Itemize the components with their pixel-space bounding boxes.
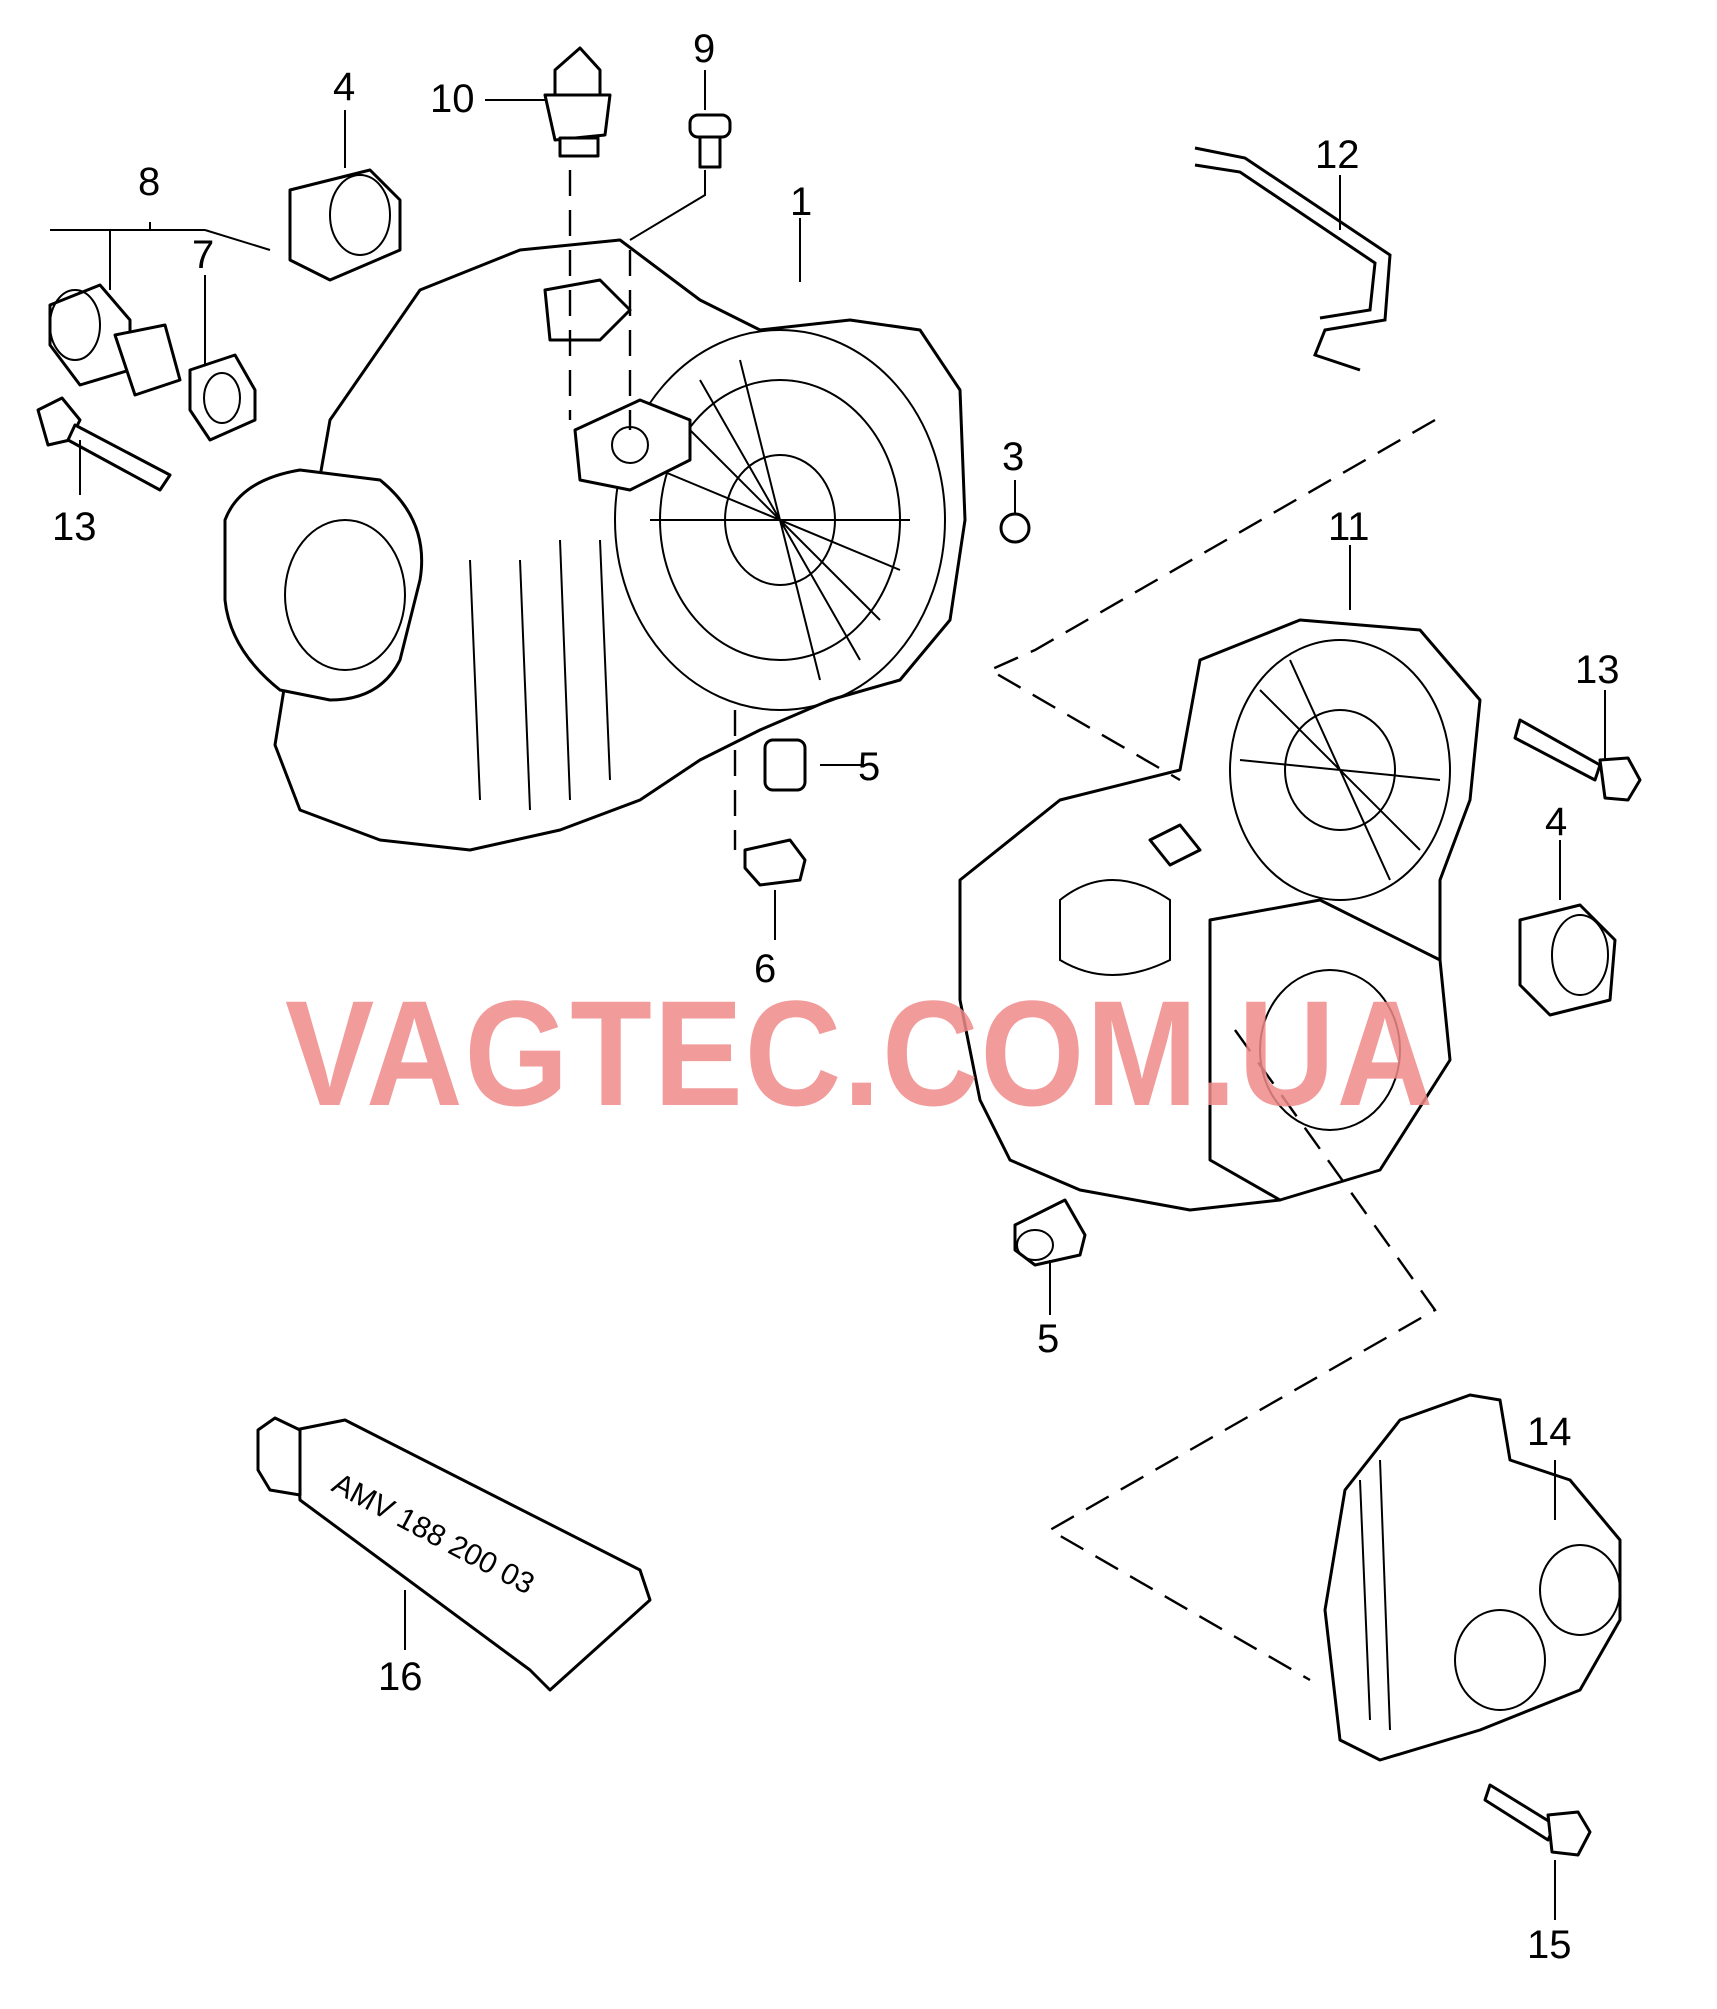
callout-1: 1 xyxy=(790,180,812,224)
bush-part-8 xyxy=(48,283,182,397)
plug-part-5-lower xyxy=(1013,1198,1087,1267)
watermark-text: VAGTEC.COM.UA xyxy=(285,969,1435,1137)
bolt-part-13-left xyxy=(36,396,172,492)
callout-7: 7 xyxy=(192,233,214,277)
callout-15: 15 xyxy=(1527,1923,1572,1967)
seal-ring-part-4-top xyxy=(288,168,402,282)
callout-9: 9 xyxy=(693,27,715,71)
callout-13-left: 13 xyxy=(52,505,97,549)
callout-3: 3 xyxy=(1002,435,1024,479)
callout-4-right: 4 xyxy=(1545,800,1567,844)
callout-labels: 1 3 4 10 9 8 7 13 5 6 12 11 13 4 5 14 15… xyxy=(52,27,1620,1967)
callout-4-top: 4 xyxy=(333,65,355,109)
bolt-part-9 xyxy=(688,113,732,169)
callout-5-upper: 5 xyxy=(858,745,880,789)
callout-13-right: 13 xyxy=(1575,648,1620,692)
callout-8: 8 xyxy=(138,160,160,204)
plug-part-5-upper xyxy=(763,738,807,792)
housing-part-11 xyxy=(958,618,1482,1212)
cap-part-3 xyxy=(999,512,1031,544)
seal-ring-part-4-right xyxy=(1518,903,1617,1017)
seal-part-7 xyxy=(188,353,257,442)
cover-part-14 xyxy=(1323,1393,1622,1762)
bolt-part-15 xyxy=(1483,1783,1592,1857)
callout-10: 10 xyxy=(430,77,475,121)
callout-14: 14 xyxy=(1527,1410,1572,1454)
bracket-part-12 xyxy=(1194,146,1392,372)
callout-12: 12 xyxy=(1315,133,1360,177)
callout-11: 11 xyxy=(1328,505,1370,549)
assembly-dashed-lines xyxy=(568,170,1437,1682)
callout-6: 6 xyxy=(754,947,776,991)
sealant-tube-part-16: AMV 188 200 03 xyxy=(256,1416,652,1692)
bolt-part-13-right xyxy=(1513,718,1642,802)
leader-lines xyxy=(50,70,1606,1920)
callout-16: 16 xyxy=(378,1655,423,1699)
gearbox-housing-part-1 xyxy=(223,238,967,852)
plug-part-10 xyxy=(543,46,612,158)
cap-part-6 xyxy=(743,838,807,887)
callout-5-lower: 5 xyxy=(1037,1317,1059,1361)
